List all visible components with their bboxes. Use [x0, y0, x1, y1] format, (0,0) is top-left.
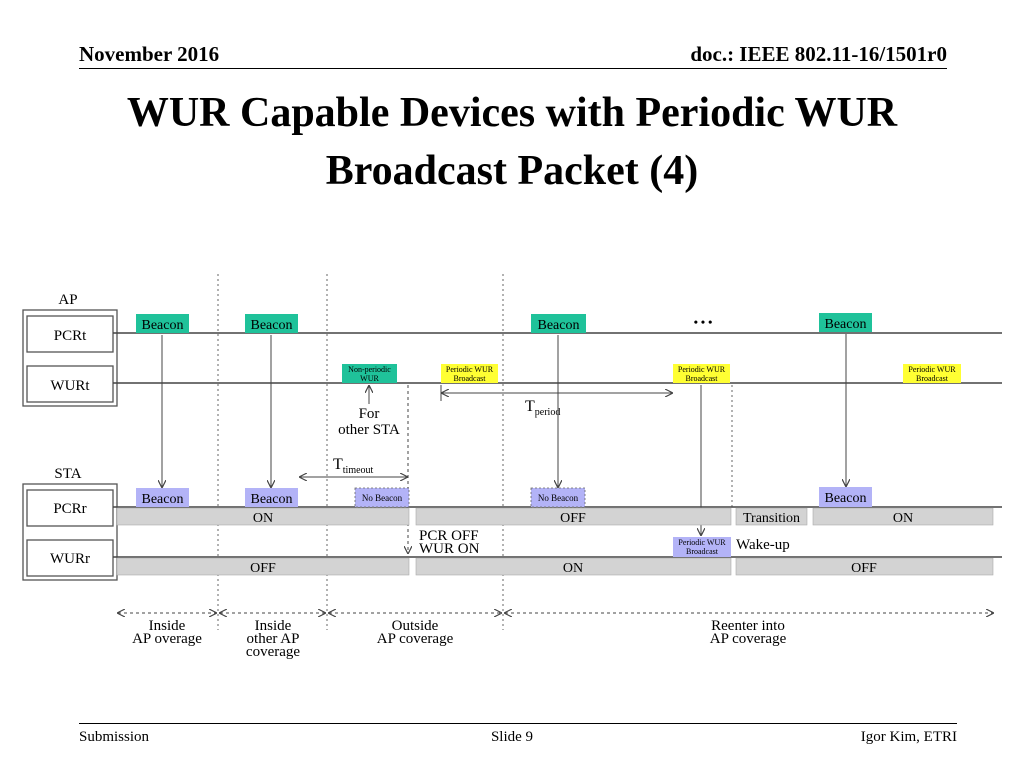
ap-beacon-4: Beacon [819, 313, 872, 332]
wur-on-label: WUR ON [419, 541, 480, 557]
wurt-box [26, 365, 114, 403]
svg-text:Non-periodic: Non-periodic [348, 365, 391, 374]
footer-slide-number: Slide 9 [490, 729, 534, 745]
phase-4-line-1: Reenter into [711, 618, 785, 634]
sta-label: STA [54, 466, 81, 482]
ap-group-box [22, 309, 118, 407]
sta-group-box [22, 483, 118, 581]
pcrr-box [26, 489, 114, 527]
t-timeout-label: Ttimeout [333, 456, 374, 476]
sta-beacon-3: Beacon [819, 487, 872, 507]
svg-text:Broadcast: Broadcast [686, 547, 719, 556]
pcrt-box [26, 315, 114, 353]
sta-periodic-wur-broadcast: Periodic WUR Broadcast [673, 537, 731, 557]
periodic-wur-broadcast-2: Periodic WUR Broadcast [673, 364, 730, 383]
phase-1-line-1: Inside [149, 618, 186, 634]
svg-text:Beacon: Beacon [825, 317, 867, 332]
wur-state-off-2: OFF [735, 557, 994, 576]
sta-beacon-2: Beacon [245, 488, 298, 507]
svg-text:Periodic WUR: Periodic WUR [678, 365, 726, 374]
phase-4-line-2: AP coverage [710, 631, 787, 647]
svg-text:No Beacon: No Beacon [362, 493, 403, 503]
wurt-label: WURt [50, 378, 90, 394]
svg-text:OFF: OFF [851, 561, 877, 576]
phase-3-line-1: Outside [392, 618, 439, 634]
wakeup-label: Wake-up [736, 537, 790, 553]
svg-text:OFF: OFF [250, 561, 276, 576]
svg-text:Broadcast: Broadcast [454, 374, 487, 383]
wur-state-off-1: OFF [116, 557, 410, 576]
wurr-label: WURr [50, 551, 90, 567]
periodic-wur-broadcast-3: Periodic WUR Broadcast [903, 364, 961, 383]
svg-text:Beacon: Beacon [142, 492, 184, 507]
phase-2-line-3: coverage [246, 644, 300, 660]
periodic-wur-broadcast-1: Periodic WUR Broadcast [441, 364, 498, 383]
slide-title-line-2: Broadcast Packet (4) [325, 148, 699, 194]
svg-text:Beacon: Beacon [142, 318, 184, 333]
nonperiodic-wur-packet: Non-periodic WUR [342, 364, 397, 383]
svg-text:Beacon: Beacon [251, 492, 293, 507]
svg-text:Broadcast: Broadcast [916, 374, 949, 383]
svg-text:OFF: OFF [560, 511, 586, 526]
svg-text:Periodic WUR: Periodic WUR [678, 538, 726, 547]
wur-state-on: ON [415, 557, 732, 576]
ap-beacon-2: Beacon [245, 314, 298, 333]
ellipsis: • • • [694, 315, 713, 329]
phase-3-line-2: AP coverage [377, 631, 454, 647]
svg-text:ON: ON [893, 511, 913, 526]
pcrr-label: PCRr [53, 501, 86, 517]
footer-divider [79, 723, 957, 724]
header-divider [79, 68, 947, 69]
sta-no-beacon-1: No Beacon [354, 487, 410, 508]
svg-text:Beacon: Beacon [251, 318, 293, 333]
svg-text:ON: ON [563, 561, 583, 576]
slide-title: WUR Capable Devices with Periodic WUR Br… [60, 84, 964, 200]
for-other-sta-line-2: other STA [338, 422, 400, 438]
svg-text:ON: ON [253, 511, 273, 526]
pcr-off-label: PCR OFF [419, 528, 479, 544]
pcr-state-off: OFF [415, 507, 732, 526]
svg-text:Beacon: Beacon [825, 491, 867, 506]
sta-no-beacon-2: No Beacon [530, 487, 586, 508]
for-other-sta-line-1: For [359, 406, 380, 422]
phase-1-line-2: AP overage [132, 631, 202, 647]
slide-title-line-1: WUR Capable Devices with Periodic WUR [126, 90, 898, 136]
svg-text:Broadcast: Broadcast [686, 374, 719, 383]
ap-beacon-3: Beacon [531, 314, 586, 333]
phase-2-line-2: other AP [247, 631, 300, 647]
phase-2-line-1: Inside [255, 618, 292, 634]
t-period-label: Tperiod [525, 398, 560, 418]
footer-author: Igor Kim, ETRI [860, 729, 957, 745]
svg-text:Transition: Transition [743, 511, 800, 526]
ap-beacon-1: Beacon [136, 314, 189, 333]
svg-text:Periodic WUR: Periodic WUR [908, 365, 956, 374]
pcr-state-on-1: ON [116, 507, 410, 526]
pcr-state-transition: Transition [735, 507, 808, 526]
svg-text:WUR: WUR [360, 374, 379, 383]
svg-text:No Beacon: No Beacon [538, 493, 579, 503]
pcr-state-on-2: ON [812, 507, 994, 526]
sta-beacon-1: Beacon [136, 488, 189, 507]
wurr-box [26, 539, 114, 577]
svg-text:Beacon: Beacon [538, 318, 580, 333]
header-date: November 2016 [79, 42, 220, 66]
pcrt-label: PCRt [54, 328, 87, 344]
svg-text:Periodic WUR: Periodic WUR [446, 365, 494, 374]
footer-submission: Submission [79, 729, 150, 745]
header-doc-id: doc.: IEEE 802.11-16/1501r0 [690, 42, 947, 66]
ap-label: AP [58, 292, 77, 308]
